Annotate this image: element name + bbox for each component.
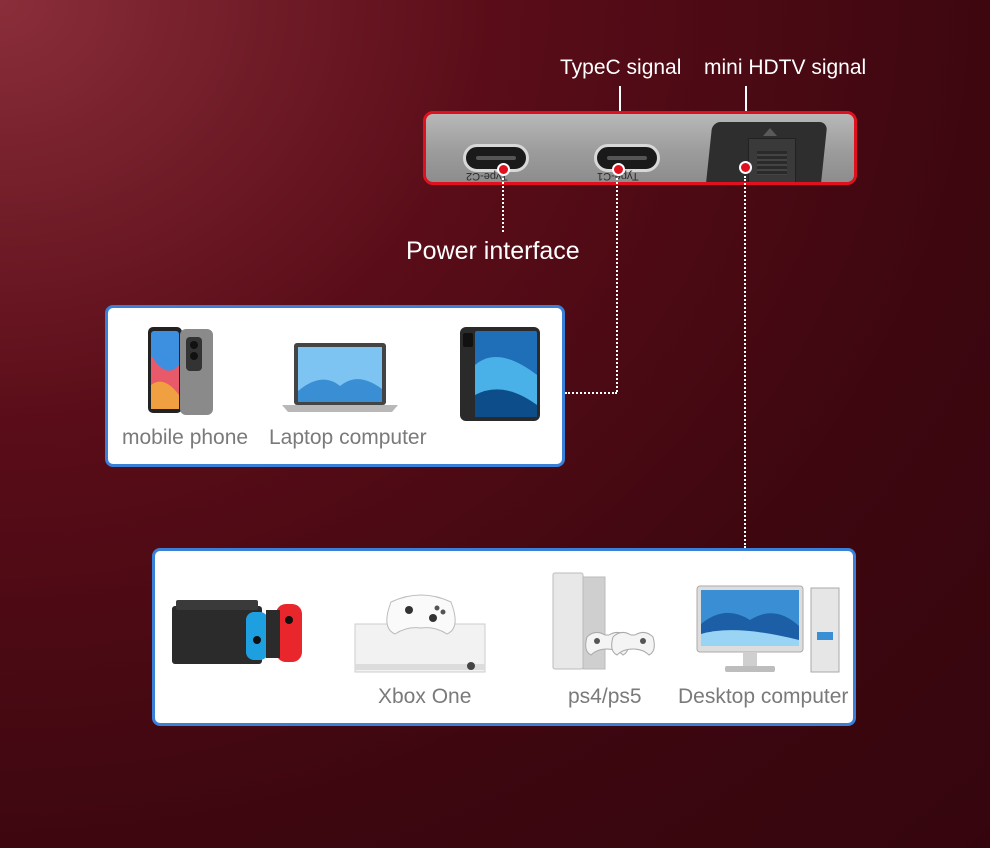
power-interface-label: Power interface bbox=[406, 237, 580, 265]
xbox-icon bbox=[354, 594, 486, 673]
arrow-up-icon bbox=[763, 128, 777, 136]
phone-icon bbox=[148, 327, 213, 415]
hdtv-devices-box: Xbox One ps4/ps5 Desktop computer bbox=[152, 548, 856, 726]
typec-signal-pointer bbox=[619, 86, 621, 130]
type-c2-port-icon bbox=[463, 144, 529, 172]
typec-signal-label: TypeC signal bbox=[560, 56, 682, 79]
device-label-ps4-ps5: ps4/ps5 bbox=[568, 685, 642, 708]
port-panel: Type-C2 Type-C1 bbox=[423, 111, 857, 185]
hdtv-leader-line bbox=[744, 176, 746, 548]
typec-devices-box: mobile phone Laptop computer bbox=[105, 305, 565, 467]
device-label-desktop-computer: Desktop computer bbox=[678, 685, 849, 708]
type-c1-port-icon bbox=[594, 144, 660, 172]
desktop-icon bbox=[696, 585, 840, 673]
power-leader-line bbox=[502, 178, 504, 232]
hdtv-marker-dot bbox=[739, 161, 752, 174]
switch-console-icon bbox=[172, 600, 302, 664]
typec-leader-line bbox=[616, 178, 618, 392]
hdtv-signal-pointer bbox=[745, 86, 747, 130]
laptop-icon bbox=[282, 343, 398, 412]
mini-hdtv-signal-label: mini HDTV signal bbox=[704, 56, 867, 79]
device-label-laptop: Laptop computer bbox=[269, 426, 427, 449]
typec-leader-horizontal bbox=[565, 392, 617, 394]
device-label-xbox-one: Xbox One bbox=[378, 685, 472, 708]
playstation-icon bbox=[552, 572, 655, 670]
c2-marker-dot bbox=[497, 163, 510, 176]
tablet-icon bbox=[460, 327, 540, 421]
device-label-mobile-phone: mobile phone bbox=[122, 426, 249, 449]
hdmi-plug-icon bbox=[748, 138, 796, 182]
c1-marker-dot bbox=[612, 163, 625, 176]
